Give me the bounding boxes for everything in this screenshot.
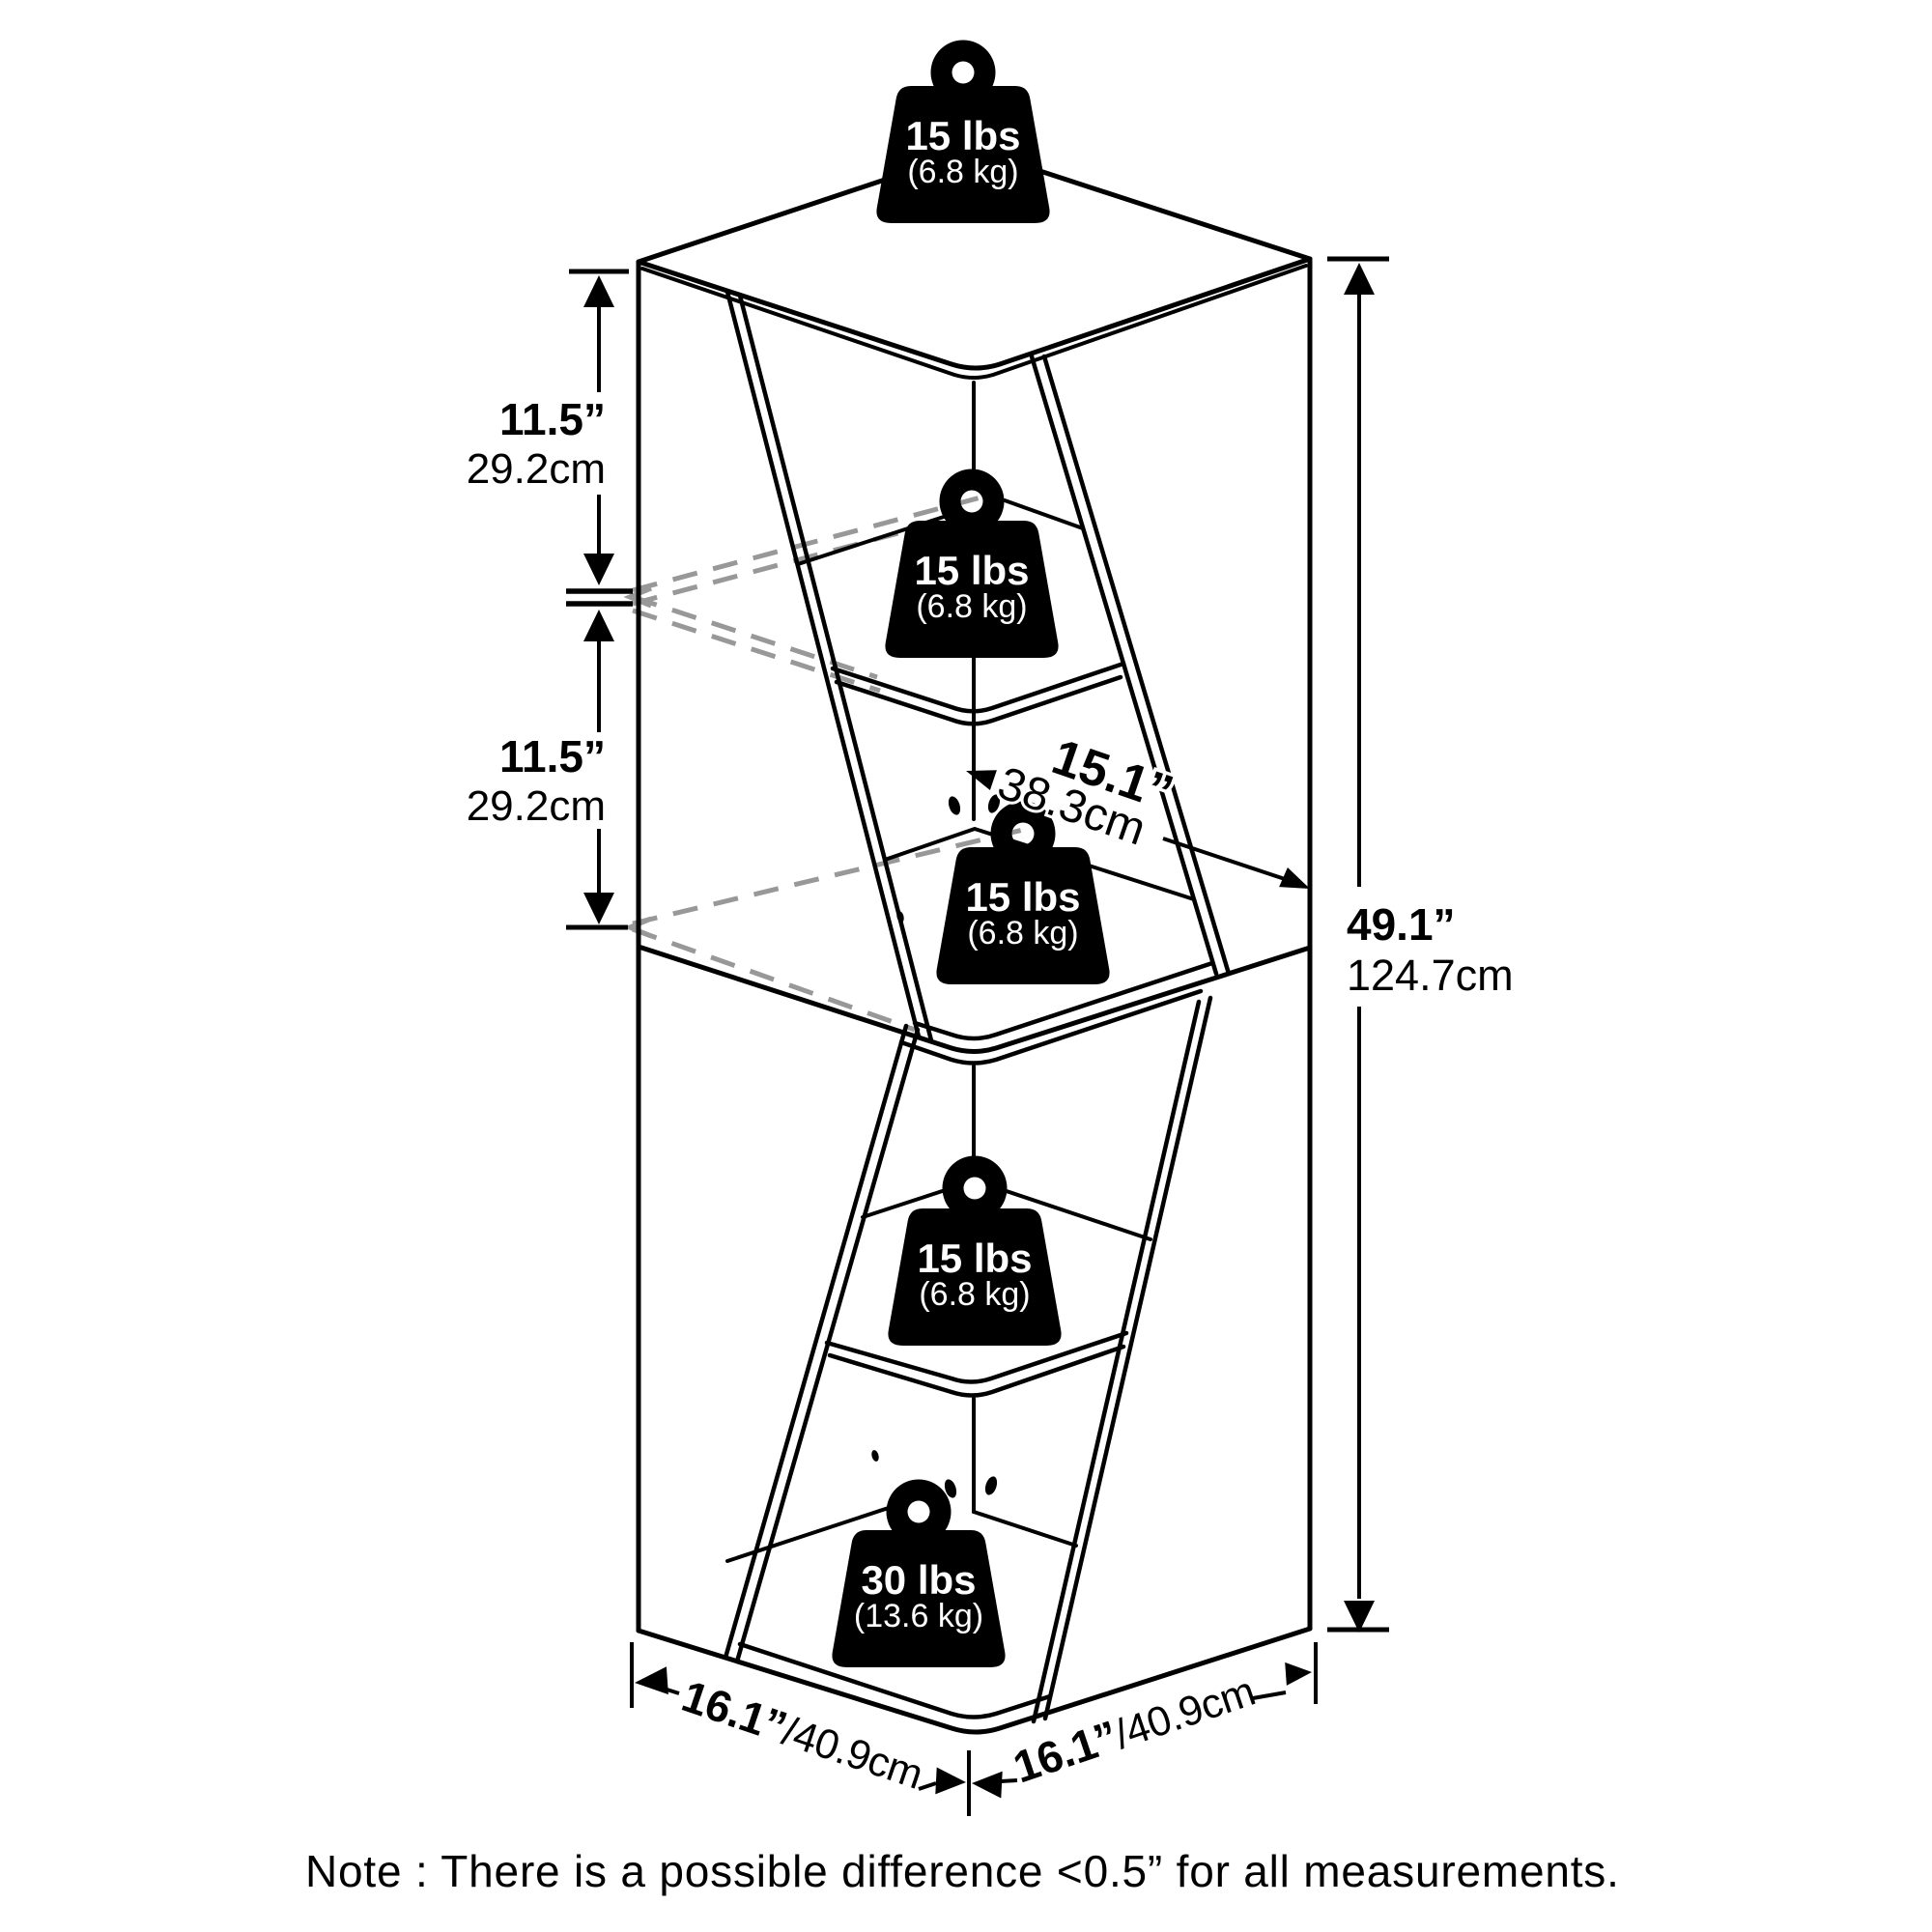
svg-text:15 lbs: 15 lbs [965,874,1080,920]
svg-text:30 lbs: 30 lbs [861,1557,976,1603]
svg-text:16.1”/40.9cm: 16.1”/40.9cm [676,1670,929,1798]
svg-text:15 lbs: 15 lbs [905,113,1020,158]
svg-text:Note : There is a possible dif: Note : There is a possible difference <0… [305,1846,1620,1896]
svg-text:(6.8 kg): (6.8 kg) [907,154,1018,190]
svg-text:11.5”: 11.5” [499,731,606,781]
svg-text:15 lbs: 15 lbs [917,1236,1032,1281]
svg-text:(6.8 kg): (6.8 kg) [916,588,1027,625]
svg-text:49.1”: 49.1” [1347,899,1456,950]
svg-text:(6.8 kg): (6.8 kg) [919,1276,1030,1313]
svg-text:11.5”: 11.5” [499,394,606,444]
svg-text:29.2cm: 29.2cm [467,782,606,830]
svg-text:15 lbs: 15 lbs [914,548,1029,593]
svg-text:(13.6 kg): (13.6 kg) [854,1598,983,1634]
svg-text:124.7cm: 124.7cm [1347,951,1514,1000]
svg-text:29.2cm: 29.2cm [467,445,606,493]
svg-text:(6.8 kg): (6.8 kg) [967,915,1078,952]
